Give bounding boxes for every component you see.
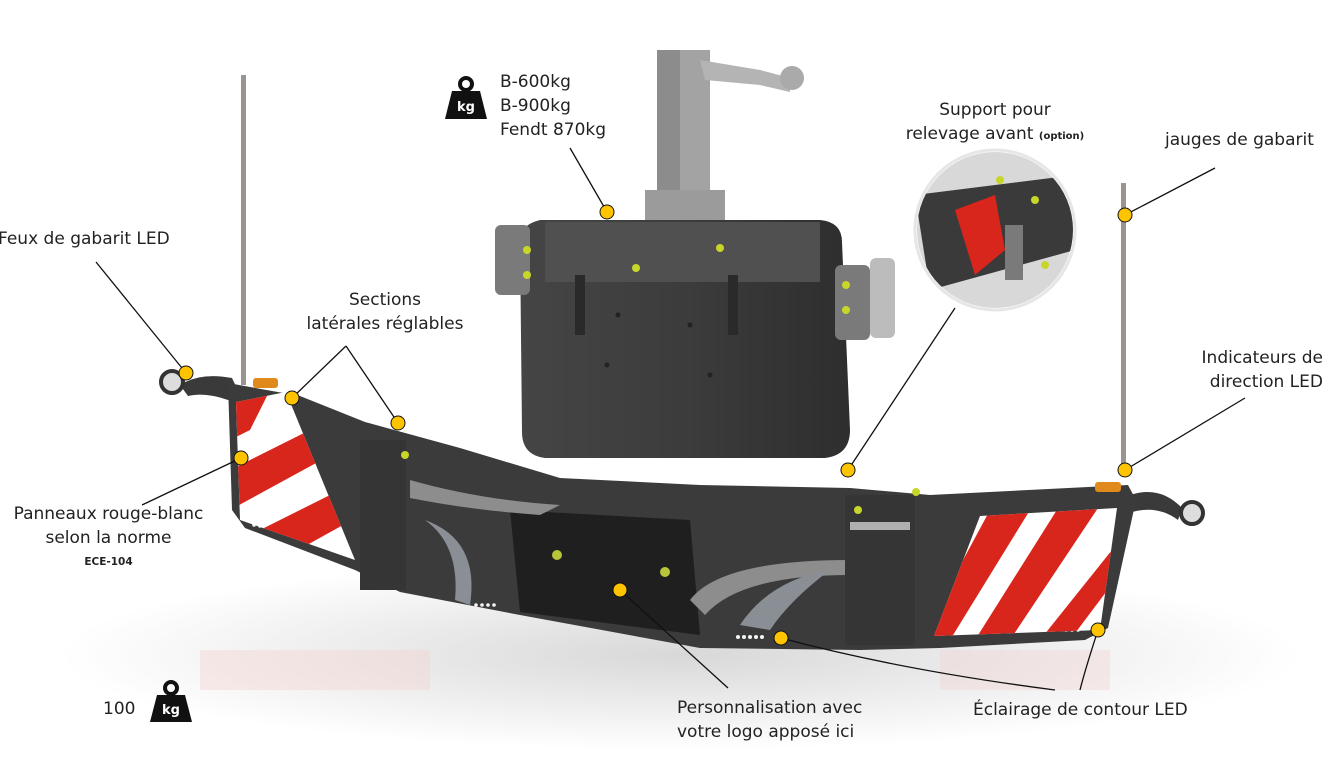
callout-dot (599, 204, 615, 220)
weight-option-b600: B-600kg (500, 72, 571, 92)
label-support: Support pour relevage avant (option) (890, 98, 1100, 149)
label-sections-line1: Sections (348, 290, 422, 310)
left-gauge-rod (241, 75, 246, 385)
label-panneaux-line2: selon la norme (45, 528, 172, 548)
label-support-line1: Support pour (939, 100, 1051, 120)
callout-dot (284, 390, 300, 406)
callout-dot (1090, 622, 1106, 638)
weight-options: B-600kg B-900kg Fendt 870kg (500, 70, 606, 142)
label-support-option: (option) (1038, 131, 1085, 142)
label-jauges: jauges de gabarit (1165, 130, 1314, 150)
label-personnalisation: Personnalisation avec votre logo apposé … (677, 696, 862, 744)
callout-dot (390, 415, 406, 431)
label-indicateurs-line2: direction LED (1209, 372, 1323, 392)
weight-option-b900: B-900kg (500, 96, 571, 116)
bottom-weight-icon-label: kg (162, 703, 180, 718)
floor-reflection-left (200, 650, 430, 690)
weight-icon: kg (150, 680, 192, 722)
label-personnalisation-line1: Personnalisation avec (677, 698, 863, 718)
label-sections: Sections latérales réglables (290, 288, 480, 336)
label-panneaux-norm: ECE-104 (84, 556, 133, 568)
weight-icon: kg (445, 76, 487, 119)
callout-dot (773, 630, 789, 646)
label-personnalisation-line2: votre logo apposé ici (677, 722, 855, 742)
label-sections-line2: latérales réglables (306, 314, 464, 334)
floor-reflection-right (940, 650, 1110, 690)
weight-option-fendt: Fendt 870kg (500, 120, 607, 140)
weight-icon-label: kg (457, 100, 475, 115)
label-feux-gabarit: Feux de gabarit LED (0, 229, 170, 249)
callout-dot (840, 462, 856, 478)
label-panneaux: Panneaux rouge-blanc selon la norme (6, 502, 211, 550)
right-gauge-rod (1121, 183, 1126, 473)
label-indicateurs-line1: Indicateurs de (1201, 348, 1323, 368)
label-indicateurs: Indicateurs de direction LED (1160, 346, 1323, 394)
label-support-line2: relevage avant (905, 124, 1034, 144)
support-inset (913, 148, 1077, 312)
label-eclairage: Éclairage de contour LED (973, 700, 1188, 720)
callout-dot (178, 365, 194, 381)
bottom-weight-value: 100 (103, 699, 136, 719)
label-panneaux-line1: Panneaux rouge-blanc (13, 504, 204, 524)
bumper (159, 369, 1205, 650)
callout-dots (178, 204, 1133, 646)
callout-dot (612, 582, 628, 598)
weight-block (495, 50, 895, 458)
callout-dot (1117, 462, 1133, 478)
callout-lines (95, 147, 1246, 691)
callout-dot (233, 450, 249, 466)
callout-dot (1117, 207, 1133, 223)
